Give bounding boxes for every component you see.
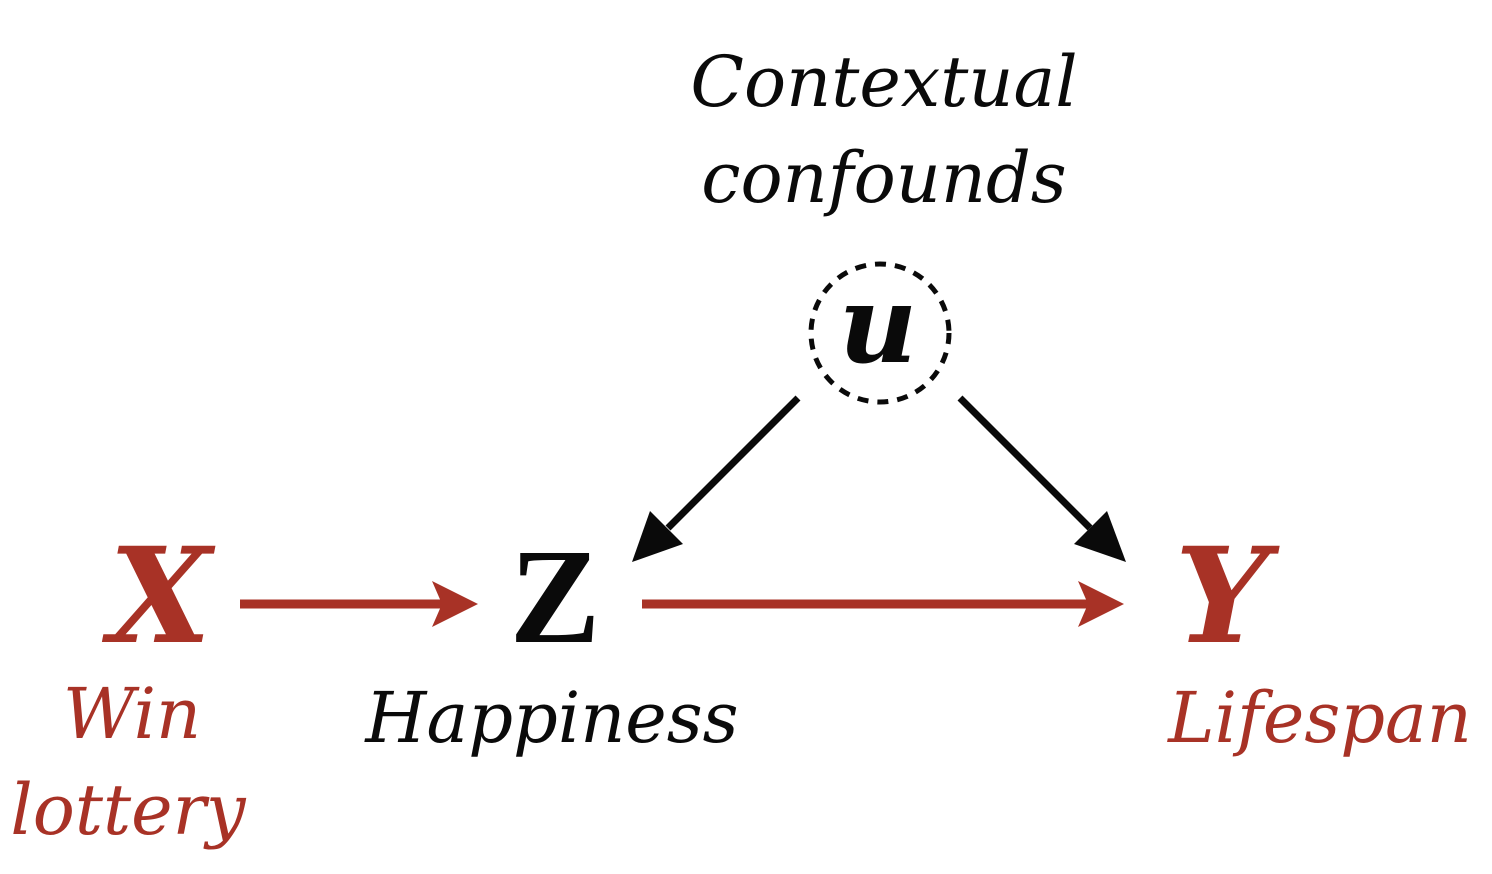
edge-u-to-y [957,395,1126,562]
node-x-symbol: X [102,519,216,674]
node-x-label-line2: lottery [10,769,247,851]
confounder-node-symbol: u [839,262,918,388]
node-y-symbol: Y [1175,519,1280,674]
confounder-node-circle [808,261,952,405]
node-y-label: Lifespan [1166,677,1472,759]
confounder-label-line1: Contextual [690,41,1077,123]
edge-u-to-z [632,395,801,562]
confounder-label-line2: confounds [701,137,1066,219]
edge-z-to-y [642,581,1124,627]
edge-x-to-z [240,581,478,627]
node-z-label: Happiness [363,677,738,759]
node-z-symbol: Z [510,522,601,672]
node-x-label-line1: Win [63,673,201,755]
